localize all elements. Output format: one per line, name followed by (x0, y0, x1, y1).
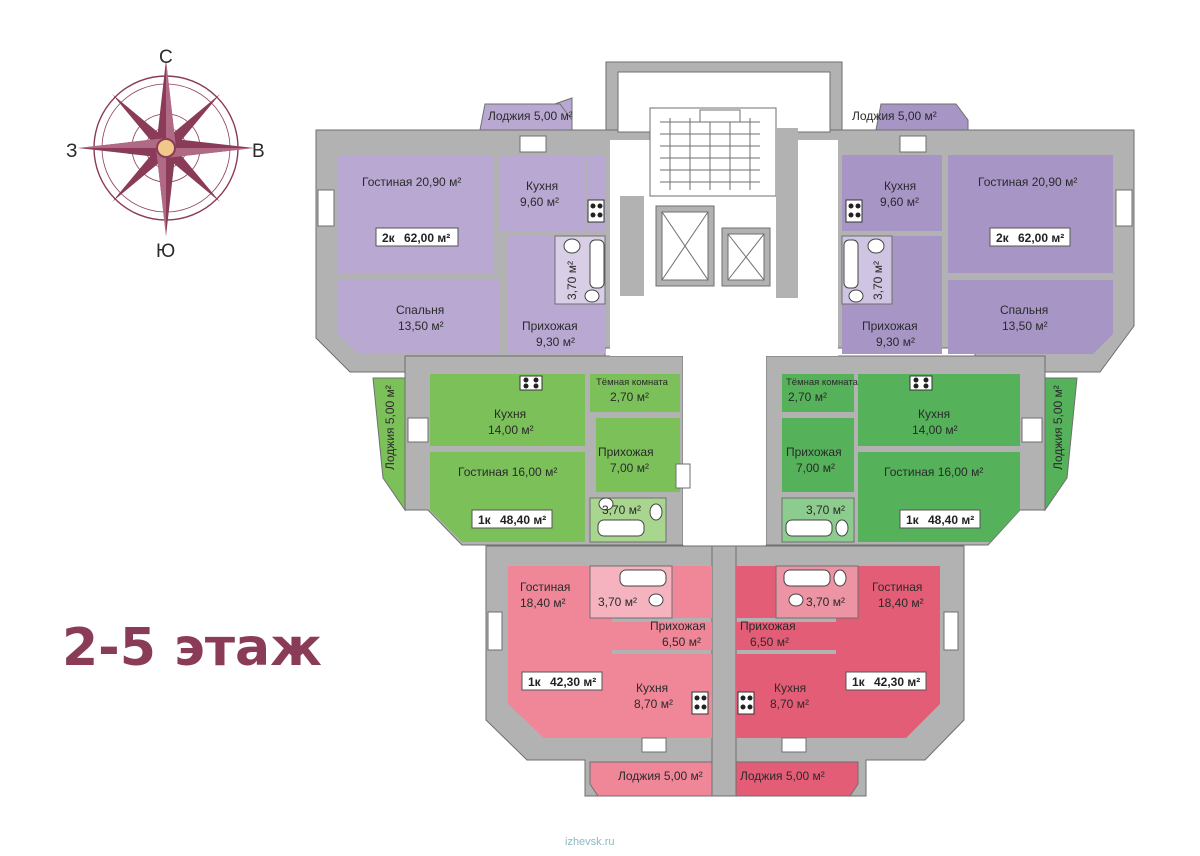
badge-se-type: 1к (852, 675, 866, 689)
label-living-se-area: 18,40 м² (878, 596, 924, 610)
badge-e-area: 48,40 м² (928, 513, 974, 527)
label-bath-ne: 3,70 м² (871, 261, 885, 300)
badge-w-type: 1к (478, 513, 492, 527)
stair-core (610, 71, 838, 545)
label-loggia-bottom-right: Лоджия 5,00 м² (740, 769, 825, 783)
label-living-w: Гостиная 16,00 м² (458, 465, 557, 479)
label-living-nw: Гостиная 20,90 м² (362, 175, 461, 189)
badge-nw (375, 227, 459, 247)
label-living-sw-area: 18,40 м² (520, 596, 566, 610)
stove-burners-icons (523, 203, 929, 710)
label-bedroom-ne-area: 13,50 м² (1002, 319, 1048, 333)
compass-south: Ю (156, 241, 175, 262)
label-hall-e: Прихожая (786, 445, 842, 459)
label-kitchen-ne-area: 9,60 м² (880, 195, 919, 209)
label-bath-nw: 3,70 м² (565, 261, 579, 300)
badge-sw-type: 1к (528, 675, 542, 689)
badge-w-area: 48,40 м² (500, 513, 546, 527)
label-hall-w-area: 7,00 м² (610, 461, 649, 475)
label-kitchen-w-area: 14,00 м² (488, 423, 534, 437)
label-kitchen-e-area: 14,00 м² (912, 423, 958, 437)
compass-east: В (252, 141, 265, 162)
loggia-right-area (1044, 377, 1078, 512)
loggia-bottom-left-area (589, 761, 713, 797)
label-kitchen-se-area: 8,70 м² (770, 697, 809, 711)
label-hall-se-area: 6,50 м² (750, 635, 789, 649)
compass-rose-icon (78, 60, 254, 236)
badge-ne-area: 62,00 м² (1018, 231, 1064, 245)
label-loggia-right: Лоджия 5,00 м² (1051, 385, 1065, 470)
label-bedroom-ne: Спальня (1000, 303, 1048, 317)
label-living-ne: Гостиная 20,90 м² (978, 175, 1077, 189)
loggia-bottom-right-area (735, 761, 859, 797)
label-kitchen-sw: Кухня (636, 681, 668, 695)
label-bath-e: 3,70 м² (806, 503, 845, 517)
label-hall-se: Прихожая (740, 619, 796, 633)
loggia-top-left-area (479, 103, 573, 131)
label-hall-ne-area: 9,30 м² (876, 335, 915, 349)
badge-ne (989, 227, 1071, 247)
label-dark-room-w: Тёмная комната (596, 377, 669, 388)
badge-se-area: 42,30 м² (874, 675, 920, 689)
loggia-top-right-area (875, 103, 969, 131)
watermark: izhevsk.ru (565, 836, 615, 848)
badge-nw-area: 62,00 м² (404, 231, 450, 245)
label-loggia-left: Лоджия 5,00 м² (383, 385, 397, 470)
compass-west: З (66, 141, 77, 162)
windows (317, 135, 1133, 753)
apartment-nw (338, 97, 606, 354)
label-bedroom-nw-area: 13,50 м² (398, 319, 444, 333)
label-loggia-top-right: Лоджия 5,00 м² (852, 109, 937, 123)
apartment-ne (841, 103, 1113, 354)
label-dark-room-w-area: 2,70 м² (610, 390, 649, 404)
label-bath-sw: 3,70 м² (598, 595, 637, 609)
floor-title: 2-5 этаж (62, 618, 322, 678)
toilet-icons (584, 289, 864, 607)
label-living-se: Гостиная (872, 580, 922, 594)
badge-sw-area: 42,30 м² (550, 675, 596, 689)
label-hall-nw: Прихожая (522, 319, 578, 333)
label-bath-se: 3,70 м² (806, 595, 845, 609)
label-kitchen-e: Кухня (918, 407, 950, 421)
label-loggia-bottom-left: Лоджия 5,00 м² (618, 769, 703, 783)
badge-se (845, 671, 927, 691)
label-kitchen-w: Кухня (494, 407, 526, 421)
label-hall-sw: Прихожая (650, 619, 706, 633)
label-kitchen-se: Кухня (774, 681, 806, 695)
label-kitchen-nw: Кухня (526, 179, 558, 193)
label-bedroom-nw: Спальня (396, 303, 444, 317)
label-hall-nw-area: 9,30 м² (536, 335, 575, 349)
loggia-left-area (372, 377, 406, 512)
label-kitchen-ne: Кухня (884, 179, 916, 193)
badge-ne-type: 2к (996, 231, 1010, 245)
label-dark-room-e-area: 2,70 м² (788, 390, 827, 404)
badge-e-type: 1к (906, 513, 920, 527)
badge-sw (521, 671, 603, 691)
label-dark-room-e: Тёмная комната (786, 377, 859, 388)
label-hall-e-area: 7,00 м² (796, 461, 835, 475)
label-living-sw: Гостиная (520, 580, 570, 594)
sink-icons (563, 238, 885, 607)
label-kitchen-nw-area: 9,60 м² (520, 195, 559, 209)
label-living-e: Гостиная 16,00 м² (884, 465, 983, 479)
apartment-e (781, 374, 1078, 543)
label-kitchen-sw-area: 8,70 м² (634, 697, 673, 711)
label-hall-w: Прихожая (598, 445, 654, 459)
compass-north: С (159, 47, 173, 68)
badge-nw-type: 2к (382, 231, 396, 245)
label-hall-sw-area: 6,50 м² (662, 635, 701, 649)
badge-e (899, 509, 981, 529)
bathtub-icons (589, 239, 859, 587)
badge-w (471, 509, 553, 529)
label-bath-w: 3,70 м² (602, 503, 641, 517)
label-hall-ne: Прихожая (862, 319, 918, 333)
label-loggia-top-left: Лоджия 5,00 м² (488, 109, 573, 123)
